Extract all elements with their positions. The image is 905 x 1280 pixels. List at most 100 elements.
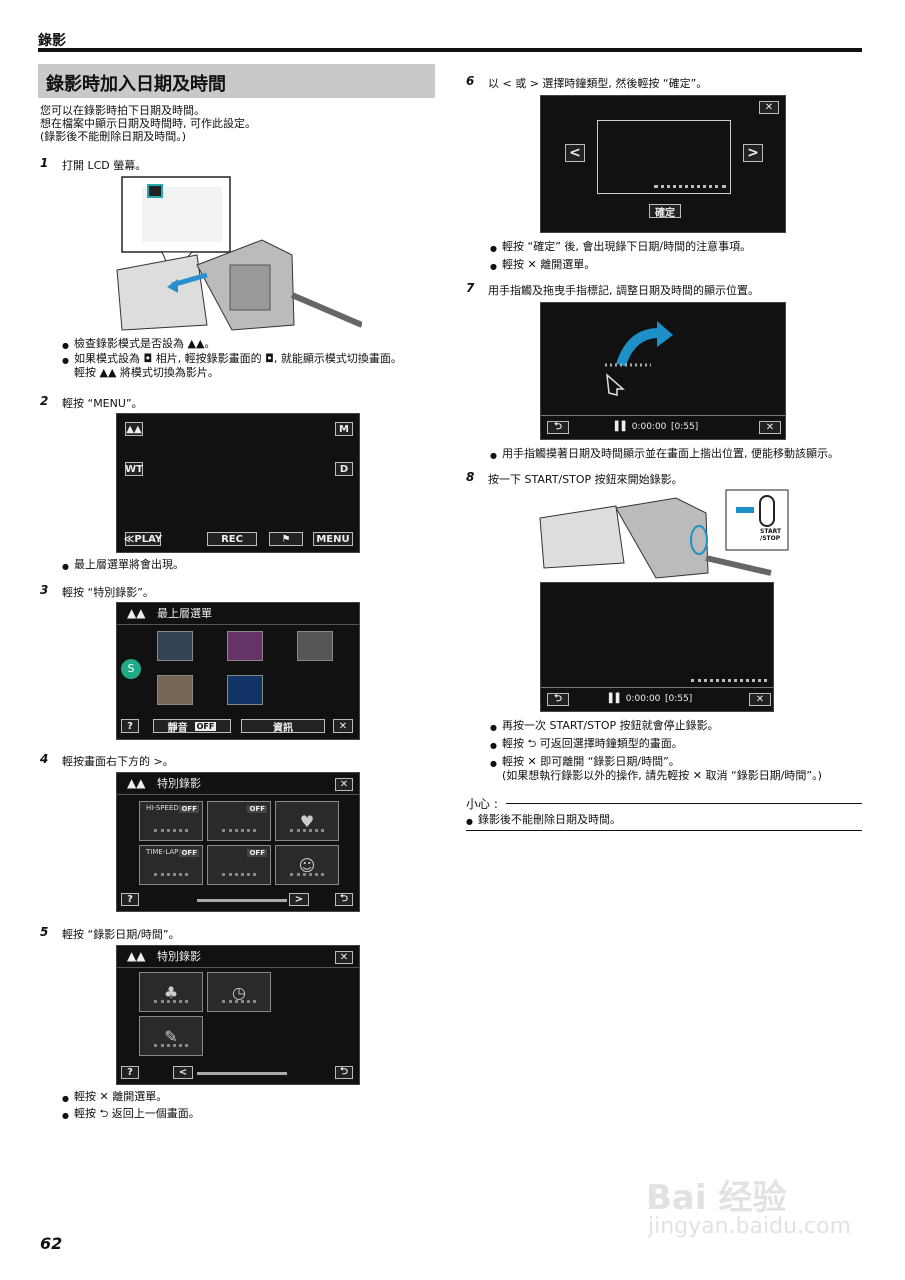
zoom-button[interactable]: WT	[125, 462, 143, 476]
mute-button[interactable]: 靜音 OFF	[153, 719, 231, 734]
slow-tile[interactable]: OFF	[207, 801, 271, 841]
screen-title: 特別錄影	[117, 946, 359, 968]
bullet-text: 再按一次 START/STOP 按鈕就會停止錄影。	[490, 719, 870, 735]
play-button[interactable]: ≪PLAY	[123, 532, 163, 546]
watermark-logo: Bai 经验	[646, 1178, 787, 1218]
step-number: 2	[40, 394, 49, 408]
back-button[interactable]: ⮌	[335, 1066, 353, 1079]
screen-title: 最上層選單	[117, 603, 359, 625]
effect-tile[interactable]: ♥	[275, 801, 339, 841]
media-tile[interactable]	[157, 675, 193, 705]
bullet-text: 檢查錄影模式是否設為 ▲▲。	[62, 337, 442, 353]
menu-button[interactable]: MENU	[313, 532, 353, 546]
settings-tile[interactable]	[297, 631, 333, 661]
video-mode-icon: ▲▲	[127, 606, 146, 620]
bullet-text: 輕按 ✕ 離開選單。	[62, 1090, 442, 1106]
start-stop-illustration	[539, 489, 789, 579]
off-badge: OFF	[194, 721, 217, 731]
bullet-text: 輕按 ✕ 即可離開 “錄影日期/時間”。 (如果想執行錄影以外的操作, 請先輕按…	[490, 755, 870, 783]
step-text: 輕按畫面右下方的 >。	[62, 755, 174, 768]
back-button[interactable]: ⮌	[547, 693, 569, 706]
back-button[interactable]: ⮌	[547, 421, 569, 434]
help-button[interactable]: ?	[121, 893, 139, 906]
step-text: 以 < 或 > 選擇時鐘類型, 然後輕按 “確定”。	[488, 77, 708, 90]
caution-text: 錄影後不能刪除日期及時間。	[466, 813, 856, 829]
screen-title: 特別錄影	[117, 773, 359, 795]
camera-screen-clock-type: ✕ < > 確定	[540, 95, 786, 233]
watermark-url: jingyan.baidu.com	[648, 1214, 852, 1239]
header-rule	[38, 48, 862, 52]
mute-label: 靜音	[167, 722, 188, 734]
ok-button[interactable]: 確定	[649, 204, 681, 219]
rec-time: ▌▌ 0:00:00	[615, 422, 667, 432]
clock-preview	[597, 120, 731, 194]
auto-rec-tile[interactable]: OFF	[207, 845, 271, 885]
face-tile[interactable]: ☺	[275, 845, 339, 885]
scroll-bar	[197, 1072, 287, 1075]
close-button[interactable]: ✕	[335, 951, 353, 964]
video-mode-icon: ▲▲	[127, 776, 146, 790]
close-button[interactable]: ✕	[759, 101, 779, 114]
flag-icon[interactable]: ⚑	[269, 532, 303, 546]
connect-tile[interactable]	[227, 675, 263, 705]
bullet-text: 輕按 “確定” 後, 會出現錄下日期/時間的注意事項。	[490, 240, 870, 256]
bullet-text: 最上層選單將會出現。	[62, 558, 442, 574]
video-mode-icon: ▲▲	[127, 949, 146, 963]
close-button[interactable]: ✕	[335, 778, 353, 791]
remaining-time: [0:55]	[671, 422, 699, 432]
camera-screen-top-menu: 最上層選單 ▲▲ S ? 靜音 OFF 資訊 ✕	[116, 602, 360, 740]
scroll-bar	[197, 899, 287, 902]
bullet-text: 輕按 ⮌ 返回上一個畫面。	[62, 1107, 442, 1123]
prev-button[interactable]: <	[173, 1066, 193, 1079]
close-button[interactable]: ✕	[333, 719, 353, 733]
back-button[interactable]: ⮌	[335, 893, 353, 906]
prev-button[interactable]: <	[565, 144, 585, 162]
bullet-text: 用手指觸摸著日期及時間顯示並在畫面上揩出位置, 便能移動該顯示。	[490, 447, 870, 463]
step-number: 8	[466, 470, 475, 484]
remaining-time: [0:55]	[665, 694, 693, 704]
step-number: 1	[40, 156, 49, 170]
step-text: 輕按 “錄影日期/時間”。	[62, 928, 180, 941]
effect-tile[interactable]	[227, 631, 263, 661]
step-text: 按一下 START/STOP 按鈕來開始錄影。	[488, 473, 683, 486]
section-intro: 您可以在錄影時拍下日期及時間。 想在檔案中顯示日期及時間時, 可作此設定。 (錄…	[40, 104, 256, 143]
camcorder-lcd-illustration	[116, 176, 362, 331]
caution-rule	[506, 803, 862, 804]
step-text: 用手指觸及拖曳手指標記, 調整日期及時間的顯示位置。	[488, 284, 759, 297]
section-title: 錄影時加入日期及時間	[46, 74, 226, 95]
step-number: 5	[40, 925, 49, 939]
info-button[interactable]: 資訊	[241, 719, 325, 734]
step-number: 4	[40, 752, 49, 766]
caution-label: 小心 :	[466, 797, 498, 811]
help-button[interactable]: ?	[121, 1066, 139, 1079]
step-number: 3	[40, 583, 49, 597]
rec-date-time-tile[interactable]: ◷	[207, 972, 271, 1012]
close-button[interactable]: ✕	[749, 693, 771, 706]
section-title-bar	[38, 64, 435, 98]
bullet-text: 輕按 ✕ 離開選單。	[490, 258, 870, 274]
next-button[interactable]: >	[289, 893, 309, 906]
caution-bottom-rule	[466, 830, 862, 831]
special-rec-tile[interactable]	[157, 631, 193, 661]
video-mode-icon: ▲▲	[125, 422, 143, 436]
bullet-text: 輕按 ⮌ 可返回選擇時鐘類型的畫面。	[490, 737, 870, 753]
close-button[interactable]: ✕	[759, 421, 781, 434]
camera-screen-position: ⮌ ▌▌ 0:00:00 [0:55] ✕	[540, 302, 786, 440]
handwriting-tile[interactable]: ✎	[139, 1016, 203, 1056]
rec-button[interactable]: REC	[207, 532, 257, 546]
camera-screen-special-rec-2: 特別錄影 ▲▲ ✕ ♣ ◷ ✎ ? < ⮌	[116, 945, 360, 1085]
drag-arrow-icon	[605, 321, 673, 396]
chapter-title: 錄影	[38, 33, 66, 49]
refresh-icon[interactable]: S	[121, 659, 141, 679]
manual-button[interactable]: M	[335, 422, 353, 436]
help-button[interactable]: ?	[121, 719, 139, 733]
step-text: 輕按 “MENU”。	[62, 397, 143, 410]
animation-tile[interactable]: ♣	[139, 972, 203, 1012]
bullet-text: 如果模式設為 ◘ 相片, 輕按錄影畫面的 ◘, 就能顯示模式切換畫面。 輕按 ▲…	[62, 352, 442, 380]
next-button[interactable]: >	[743, 144, 763, 162]
page-number: 62	[40, 1234, 63, 1253]
display-button[interactable]: D	[335, 462, 353, 476]
